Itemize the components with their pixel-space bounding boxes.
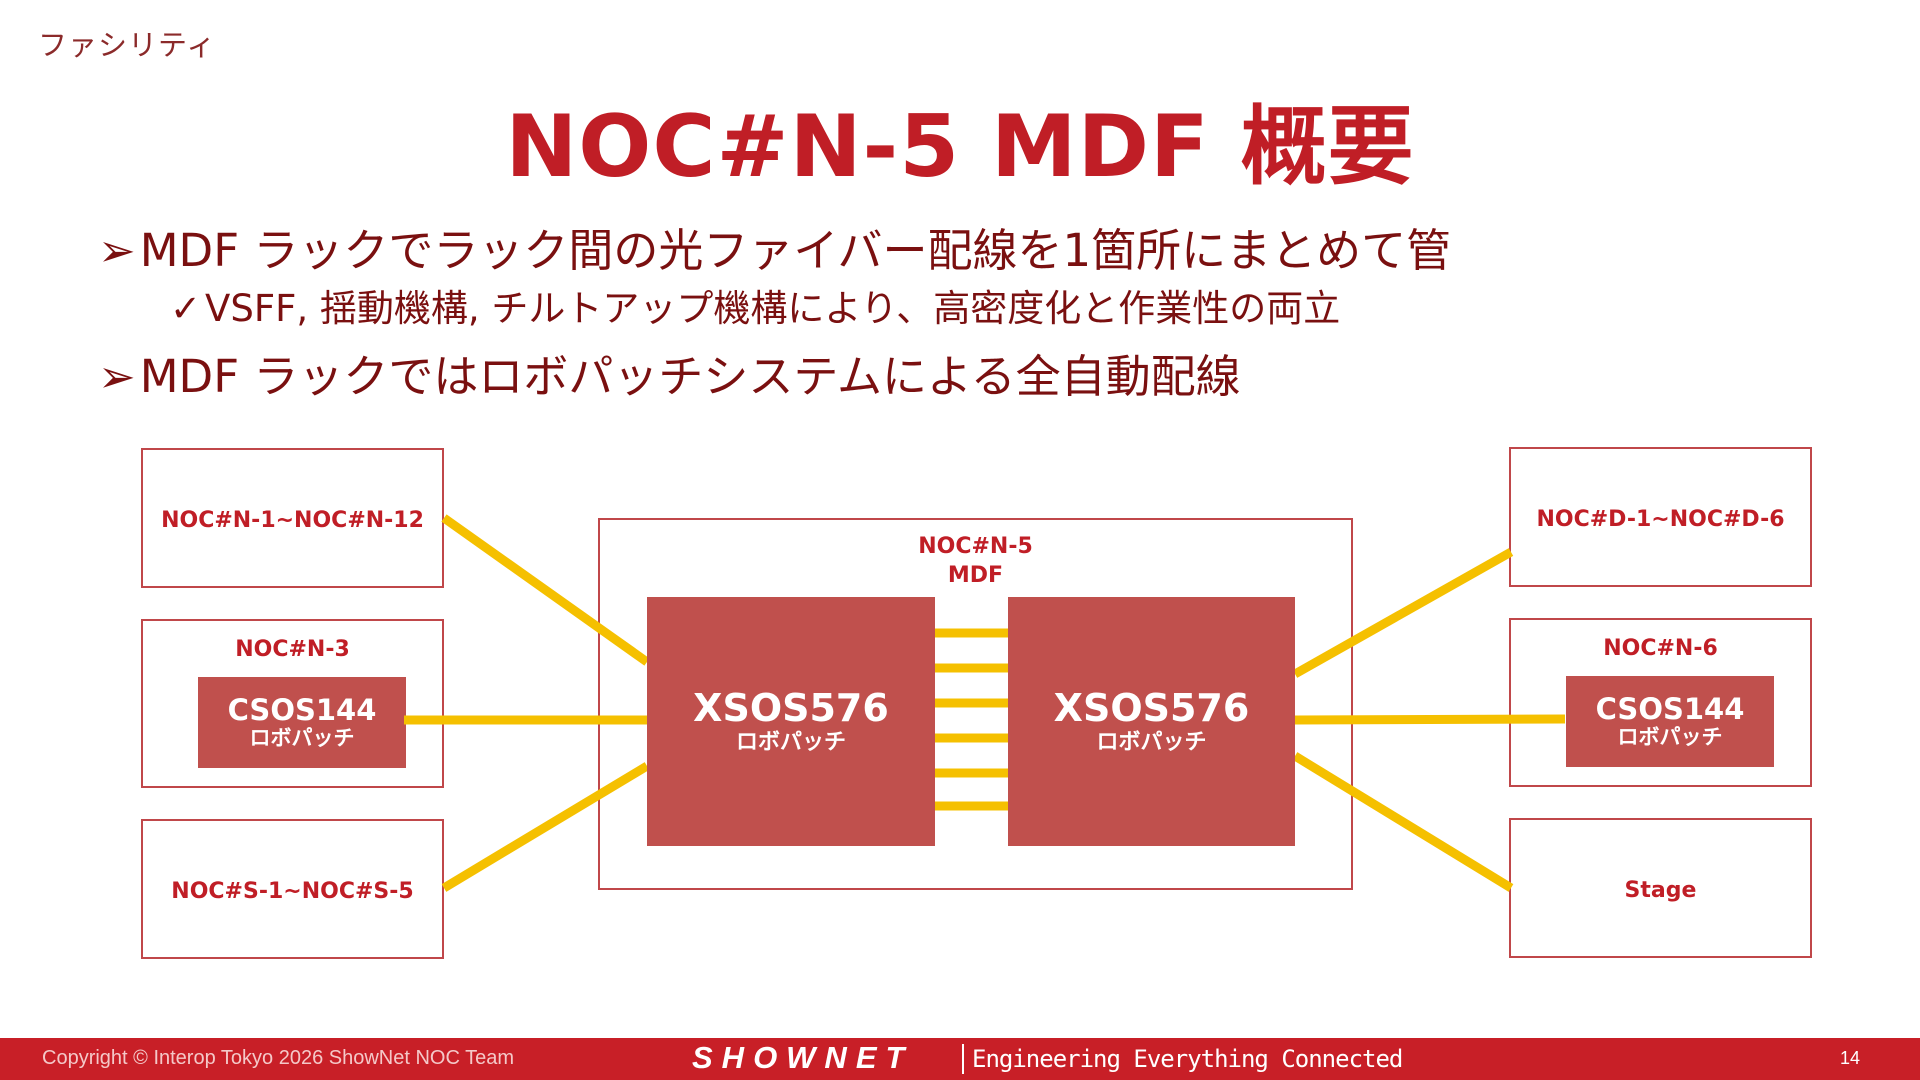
- mdf-label-line2: MDF: [947, 563, 1004, 588]
- bullet-1: ➢MDF ラックでラック間の光ファイバー配線を1箇所にまとめて管: [98, 214, 1451, 279]
- mdf-label-line1: NOC#N-5: [918, 534, 1033, 559]
- xsos576-right: XSOS576 ロボパッチ: [1008, 597, 1295, 846]
- node-noc-n1-n12: NOC#N-1~NOC#N-12: [141, 448, 444, 588]
- node-label: NOC#N-3: [235, 637, 350, 662]
- node-noc-s1-s5: NOC#S-1~NOC#S-5: [141, 819, 444, 959]
- bullet-arrow-icon: ➢: [98, 350, 136, 403]
- node-label: Stage: [1624, 878, 1697, 903]
- link-n6: [1294, 714, 1566, 725]
- shownet-logo: SHOWNET: [692, 1040, 914, 1075]
- bullet-arrow-icon: ➢: [98, 224, 136, 277]
- footer-bar: Copyright © Interop Tokyo 2026 ShowNet N…: [0, 1038, 1920, 1080]
- core-sub: ロボパッチ: [1096, 729, 1207, 755]
- tagline: Engineering Everything Connected: [972, 1045, 1403, 1073]
- slide-title: NOC#N-5 MDF 概要: [505, 97, 1415, 197]
- checkmark-icon: ✓: [170, 287, 202, 330]
- link-stage: [1292, 752, 1514, 892]
- core-model: XSOS576: [693, 685, 889, 730]
- csos144-patch-left: CSOS144 ロボパッチ: [198, 677, 406, 768]
- core-sub: ロボパッチ: [735, 729, 846, 755]
- bullet-3-text: MDF ラックではロボパッチシステムによる全自動配線: [139, 350, 1241, 403]
- logo-divider: [962, 1044, 964, 1074]
- core-model: XSOS576: [1053, 685, 1250, 730]
- xsos576-left: XSOS576 ロボパッチ: [647, 597, 935, 846]
- node-noc-n3: NOC#N-3 CSOS144 ロボパッチ: [141, 619, 444, 788]
- category-label: ファシリティ: [38, 28, 217, 62]
- patch-sub: ロボパッチ: [1617, 724, 1723, 749]
- bullet-3: ➢MDF ラックではロボパッチシステムによる全自動配線: [98, 340, 1241, 405]
- bullet-2-text: VSFF, 揺動機構, チルトアップ機構により、高密度化と作業性の両立: [205, 287, 1341, 330]
- copyright: Copyright © Interop Tokyo 2026 ShowNet N…: [42, 1047, 515, 1069]
- link-d1-d6: [1292, 548, 1514, 678]
- bullet-1-text: MDF ラックでラック間の光ファイバー配線を1箇所にまとめて管: [139, 224, 1452, 277]
- link-s1-s5: [441, 762, 650, 892]
- node-label: NOC#D-1~NOC#D-6: [1536, 507, 1785, 532]
- patch-model: CSOS144: [227, 692, 377, 727]
- page-number: 14: [1839, 1048, 1860, 1068]
- patch-sub: ロボパッチ: [249, 725, 355, 750]
- node-label: NOC#N-6: [1603, 636, 1718, 661]
- bullet-2: ✓VSFF, 揺動機構, チルトアップ機構により、高密度化と作業性の両立: [170, 278, 1340, 332]
- node-noc-n6: NOC#N-6 CSOS144 ロボパッチ: [1509, 618, 1812, 787]
- node-label: NOC#N-1~NOC#N-12: [161, 508, 424, 533]
- patch-model: CSOS144: [1595, 691, 1745, 726]
- node-noc-d1-d6: NOC#D-1~NOC#D-6: [1509, 447, 1812, 587]
- node-stage: Stage: [1509, 818, 1812, 958]
- csos144-patch-right: CSOS144 ロボパッチ: [1566, 676, 1774, 767]
- link-n1-n12: [441, 514, 650, 666]
- node-label: NOC#S-1~NOC#S-5: [171, 879, 414, 904]
